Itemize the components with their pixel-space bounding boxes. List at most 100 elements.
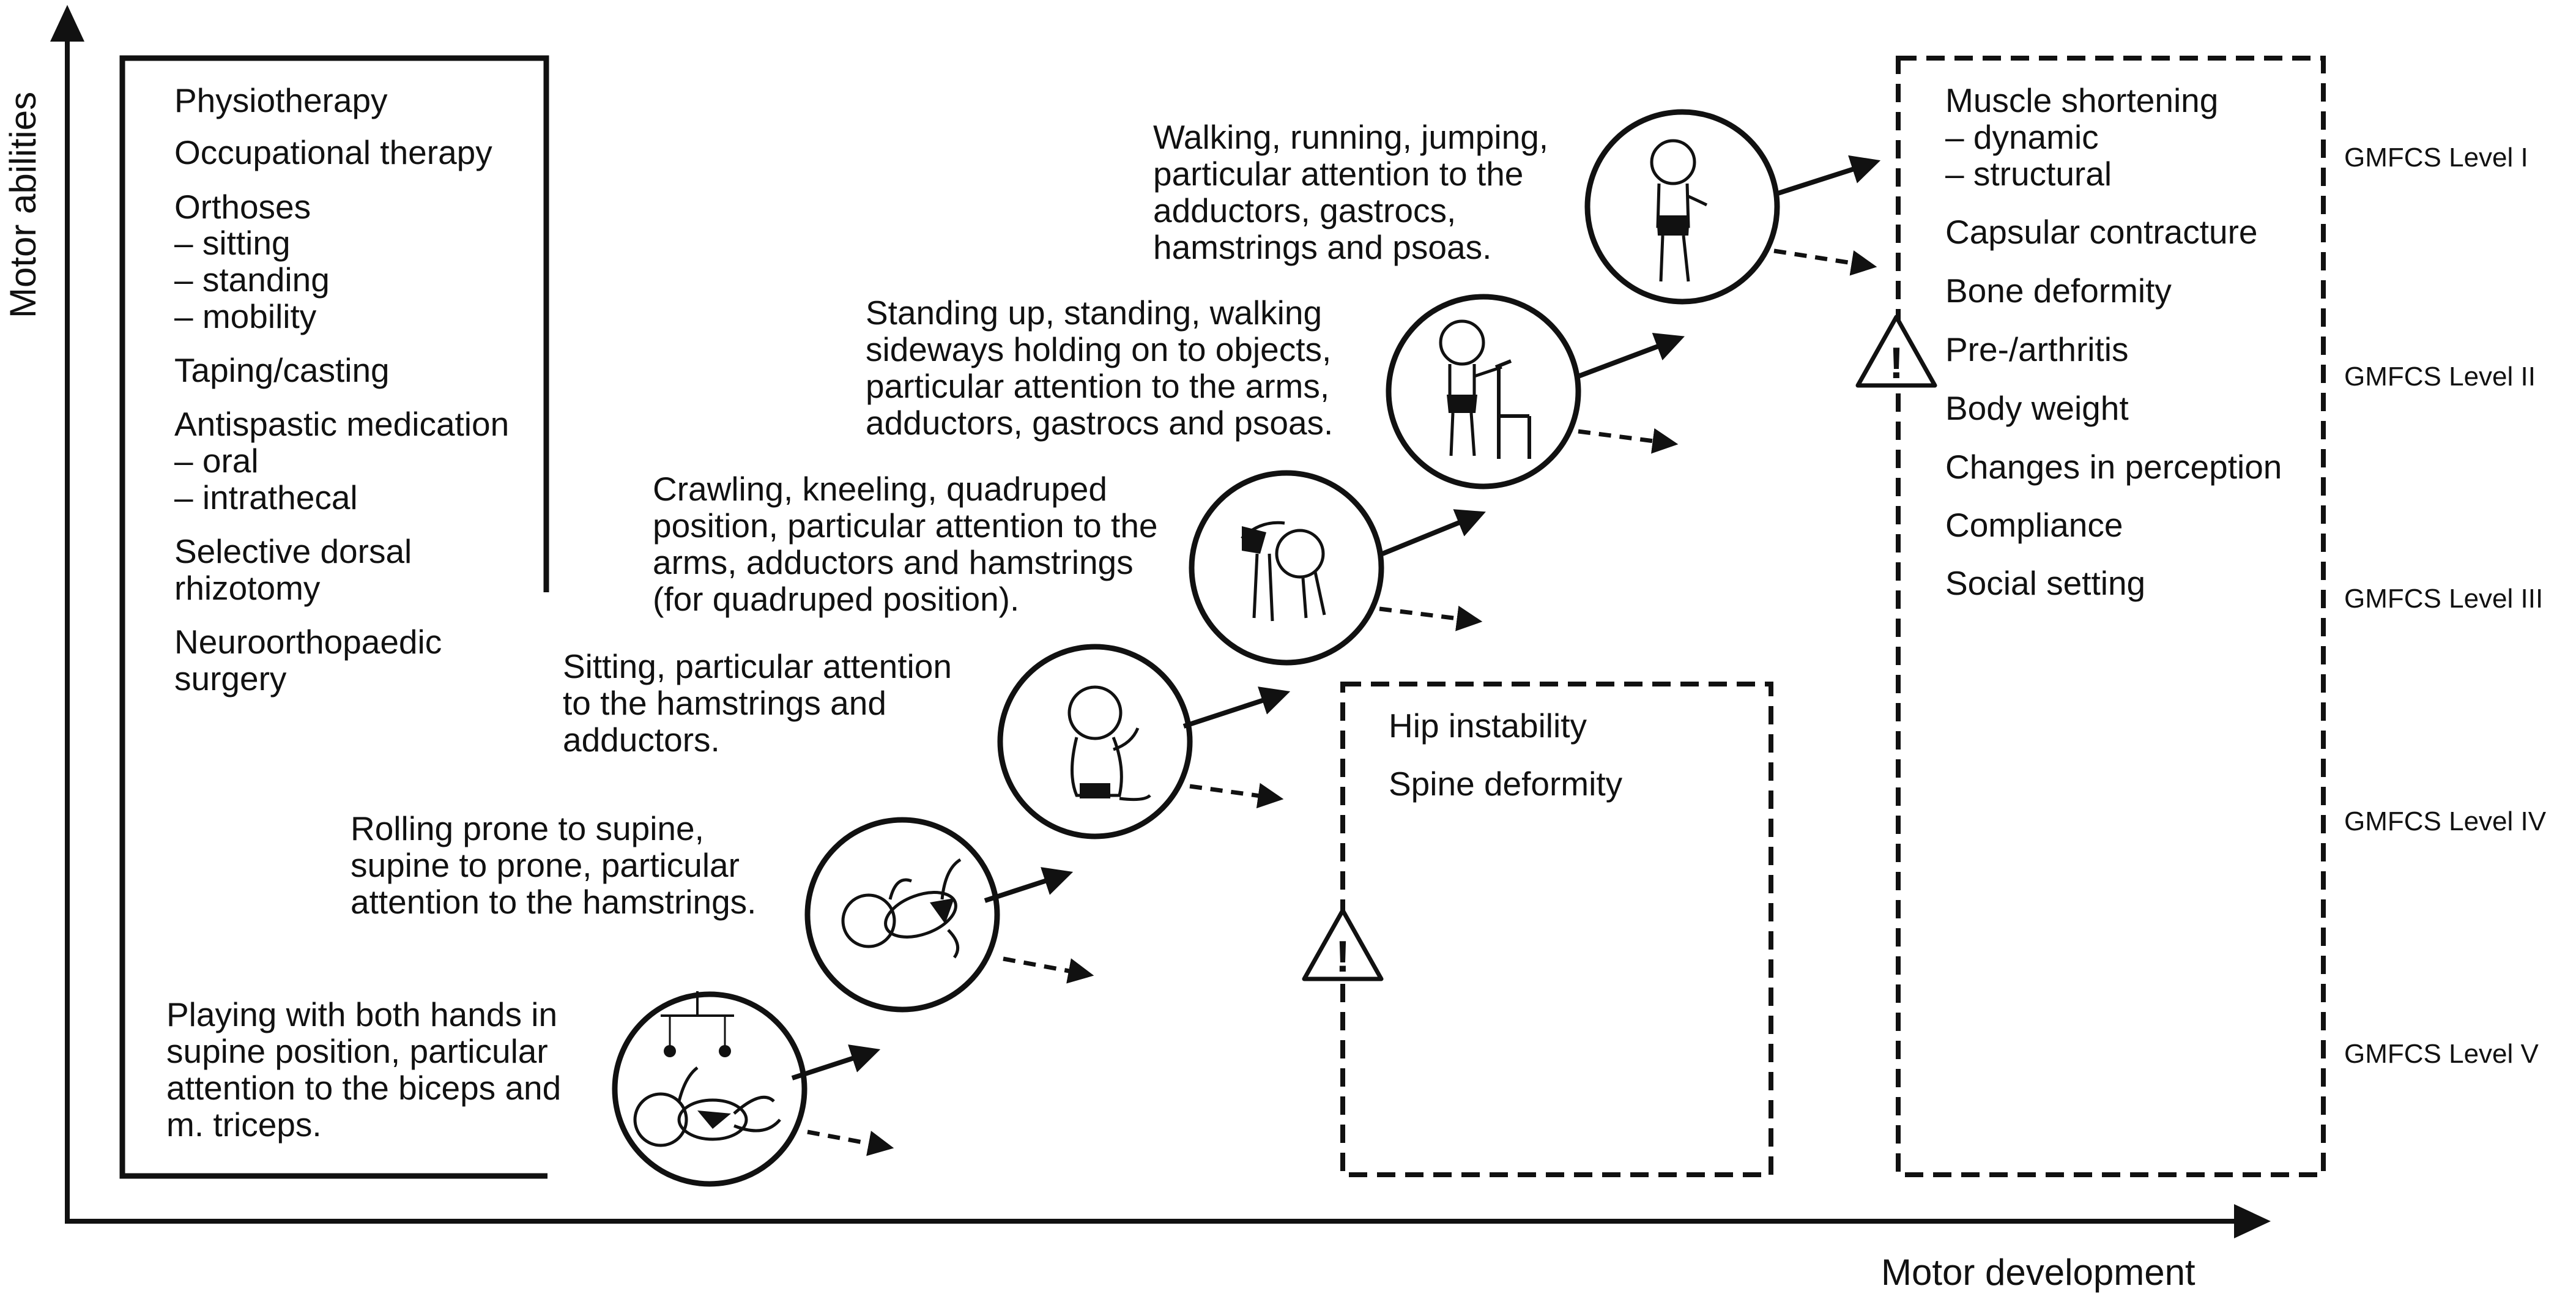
stage-text-line: to the hamstrings and (563, 684, 886, 722)
stage-5: Standing up, standing, walking sideways … (866, 294, 1685, 489)
y-axis-arrowhead (50, 5, 84, 42)
stage-text-line: (for quadruped position). (653, 580, 1019, 618)
stage-2-description: Rolling prone to supine, supine to prone… (351, 809, 756, 921)
therapy-bracket (119, 55, 549, 1179)
stage-4-progress-arrow (1381, 509, 1486, 556)
therapy-item: Orthoses (174, 188, 311, 226)
supine-infant-icon (612, 991, 807, 1187)
sitting-infant-icon (997, 644, 1193, 839)
therapy-list: Physiotherapy Occupational therapy Ortho… (174, 81, 509, 698)
risk-factors-box-border (1896, 56, 2326, 1177)
stage-text-line: arms, adductors and hamstrings (653, 543, 1134, 581)
hip-instability-box-border (1340, 682, 1773, 1177)
stage-5-risk-arrow (1578, 428, 1679, 454)
risk-item: Bone deformity (1945, 272, 2172, 310)
stage-2-risk-arrow (1003, 956, 1094, 984)
stage-3-risk-arrow (1189, 783, 1284, 809)
quadruped-infant-icon (1189, 470, 1384, 666)
walking-toddler-icon (1584, 109, 1780, 305)
axes: Motor abilities Motor development (2, 5, 2271, 1293)
stage-5-progress-arrow (1577, 333, 1685, 379)
stage-text-line: particular attention to the (1153, 155, 1523, 193)
risk-item: Social setting (1945, 564, 2145, 602)
gmfcs-level-label: GMFCS Level V (2344, 1039, 2539, 1069)
stage-6-progress-arrow (1773, 155, 1881, 197)
gmfcs-levels: GMFCS Level I GMFCS Level II GMFCS Level… (2344, 143, 2547, 1069)
stage-2-progress-arrow (984, 867, 1074, 903)
therapy-item: – mobility (174, 297, 317, 335)
stage-text-line: attention to the hamstrings. (351, 883, 756, 921)
stage-text-line: adductors, gastrocs, (1153, 192, 1456, 229)
stage-text-line: Standing up, standing, walking (866, 294, 1322, 332)
warning-icon: ! (1302, 908, 1384, 981)
stage-2: Rolling prone to supine, supine to prone… (351, 809, 1094, 1013)
risk-item: – structural (1945, 155, 2112, 193)
stage-1-description: Playing with both hands in supine positi… (166, 995, 561, 1144)
therapy-item: – standing (174, 261, 330, 299)
x-axis-arrowhead (2234, 1204, 2271, 1238)
risk-item: Body weight (1945, 389, 2129, 427)
hip-risk-item: Spine deformity (1389, 765, 1623, 803)
stage-text-line: adductors, gastrocs and psoas. (866, 404, 1333, 442)
stage-6-risk-arrow (1773, 248, 1877, 276)
stage-text-line: particular attention to the arms, (866, 367, 1329, 405)
therapy-item: rhizotomy (174, 569, 321, 607)
therapy-item: – sitting (174, 224, 291, 262)
therapy-item: – oral (174, 442, 259, 480)
stage-text-line: supine to prone, particular (351, 846, 740, 884)
stage-text-line: Sitting, particular attention (563, 647, 952, 685)
risk-item: Muscle shortening (1945, 81, 2218, 119)
risk-item: Capsular contracture (1945, 213, 2258, 251)
stage-text-line: sideways holding on to objects, (866, 330, 1331, 368)
warning-icon: ! (1855, 314, 1937, 388)
therapy-bracket-line (119, 55, 549, 1179)
risk-item: Compliance (1945, 506, 2123, 544)
risk-item: Pre-/arthritis (1945, 330, 2129, 368)
gmfcs-level-label: GMFCS Level I (2344, 143, 2528, 173)
stage-4: Crawling, kneeling, quadruped position, … (653, 470, 1486, 666)
stage-text-line: Playing with both hands in (166, 995, 557, 1033)
therapy-item: Taping/casting (174, 351, 390, 389)
stage-1-progress-arrow (791, 1044, 881, 1081)
stage-text-line: Walking, running, jumping, (1153, 118, 1548, 156)
standing-with-chair-icon (1386, 294, 1581, 489)
therapy-item: Physiotherapy (174, 81, 388, 119)
gmfcs-level-label: GMFCS Level IV (2344, 806, 2547, 836)
stage-text-line: adductors. (563, 721, 720, 759)
stage-3-progress-arrow (1182, 686, 1291, 729)
therapy-item: Selective dorsal (174, 532, 412, 570)
therapy-item: – intrathecal (174, 478, 358, 516)
stage-4-description: Crawling, kneeling, quadruped position, … (653, 470, 1158, 618)
risk-item: Changes in perception (1945, 448, 2282, 486)
rolling-infant-icon (804, 817, 1000, 1013)
gmfcs-level-label: GMFCS Level II (2344, 362, 2536, 392)
warning-mark: ! (1335, 932, 1350, 981)
stage-1-risk-arrow (807, 1129, 894, 1156)
stage-6-description: Walking, running, jumping, particular at… (1153, 118, 1548, 266)
stage-3: Sitting, particular attention to the ham… (563, 644, 1291, 839)
risk-item: – dynamic (1945, 118, 2099, 156)
stage-3-description: Sitting, particular attention to the ham… (563, 647, 952, 759)
warning-mark: ! (1889, 339, 1904, 388)
stage-text-line: m. triceps. (166, 1106, 322, 1144)
stage-text-line: Rolling prone to supine, (351, 809, 704, 847)
risk-factors-box: Muscle shortening – dynamic – structural… (1855, 56, 2326, 1177)
stage-text-line: Crawling, kneeling, quadruped (653, 470, 1107, 508)
x-axis-label: Motor development (1881, 1252, 2196, 1293)
stage-6: Walking, running, jumping, particular at… (1153, 109, 1881, 305)
therapy-item: Antispastic medication (174, 405, 509, 443)
therapy-item: Neuroorthopaedic (174, 623, 442, 661)
stage-text-line: hamstrings and psoas. (1153, 228, 1491, 266)
hip-instability-box: Hip instability Spine deformity ! (1302, 682, 1773, 1177)
therapy-item: surgery (174, 660, 287, 698)
stage-4-risk-arrow (1379, 605, 1483, 631)
stage-5-description: Standing up, standing, walking sideways … (866, 294, 1333, 442)
stage-text-line: attention to the biceps and (166, 1069, 561, 1107)
y-axis-label: Motor abilities (2, 92, 43, 318)
stage-text-line: position, particular attention to the (653, 507, 1158, 545)
therapy-item: Occupational therapy (174, 133, 492, 171)
stage-1: Playing with both hands in supine positi… (166, 991, 894, 1187)
gmfcs-level-label: GMFCS Level III (2344, 584, 2543, 614)
stage-text-line: supine position, particular (166, 1032, 548, 1070)
